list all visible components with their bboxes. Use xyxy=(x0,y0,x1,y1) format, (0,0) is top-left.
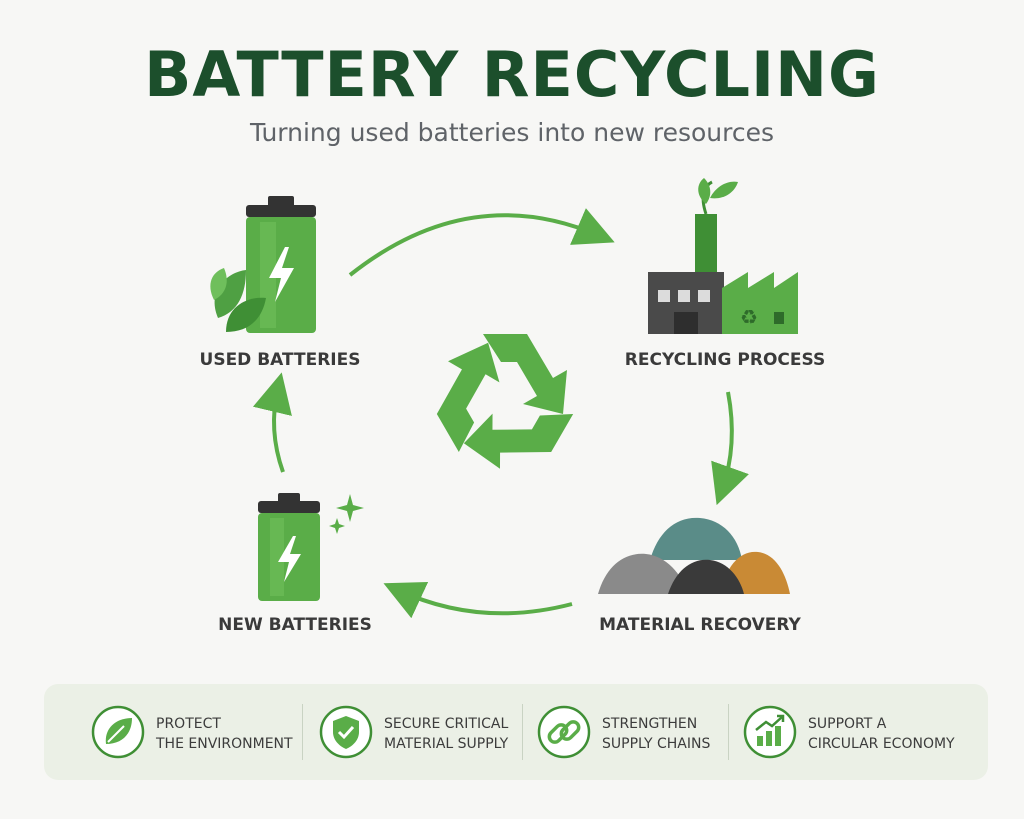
growth-chart-icon xyxy=(743,705,797,759)
stage-label-new-batteries: NEW BATTERIES xyxy=(218,615,372,635)
stage-label-used-batteries: USED BATTERIES xyxy=(199,350,361,370)
benefit-protect-environment: PROTECT THE ENVIRONMENT xyxy=(90,702,310,762)
benefit-line2: SUPPLY CHAINS xyxy=(602,736,711,752)
benefit-line1: PROTECT xyxy=(156,716,221,732)
recycle-symbol-icon xyxy=(416,334,574,487)
used-battery-icon xyxy=(210,196,316,333)
arrow-used-to-recycling xyxy=(348,208,615,277)
benefit-line2: THE ENVIRONMENT xyxy=(156,736,293,752)
leaf-icon xyxy=(91,705,145,759)
benefit-circular-economy: SUPPORT A CIRCULAR ECONOMY xyxy=(742,702,972,762)
svg-text:♻: ♻ xyxy=(740,305,758,329)
page-title: BATTERY RECYCLING xyxy=(144,38,880,111)
chain-link-icon xyxy=(537,705,591,759)
page-subtitle: Turning used batteries into new resource… xyxy=(249,118,775,147)
arrow-new-to-used xyxy=(252,372,292,473)
factory-icon: ♻ xyxy=(648,178,798,334)
arrow-material-to-new xyxy=(383,581,573,619)
benefit-line1: SUPPORT A xyxy=(808,716,887,732)
benefit-line2: MATERIAL SUPPLY xyxy=(384,736,509,752)
shield-check-icon xyxy=(319,705,373,759)
benefit-line1: SECURE CRITICAL xyxy=(384,716,509,732)
arrow-recycling-to-material xyxy=(711,391,749,506)
benefit-line2: CIRCULAR ECONOMY xyxy=(808,736,955,752)
recycling-cycle-diagram: ♻ xyxy=(210,178,798,619)
new-battery-icon xyxy=(258,493,364,601)
stage-label-material-recovery: MATERIAL RECOVERY xyxy=(599,615,801,635)
benefit-secure-supply: SECURE CRITICAL MATERIAL SUPPLY xyxy=(318,702,538,762)
benefit-divider xyxy=(728,704,729,760)
stage-label-recycling-process: RECYCLING PROCESS xyxy=(624,350,826,370)
benefit-divider xyxy=(302,704,303,760)
benefit-strengthen-chains: STRENGTHEN SUPPLY CHAINS xyxy=(536,702,736,762)
material-piles-icon xyxy=(598,517,790,594)
benefits-bar: PROTECT THE ENVIRONMENT SECURE CRITICAL … xyxy=(44,684,988,780)
benefit-line1: STRENGTHEN xyxy=(602,716,698,732)
benefit-divider xyxy=(522,704,523,760)
